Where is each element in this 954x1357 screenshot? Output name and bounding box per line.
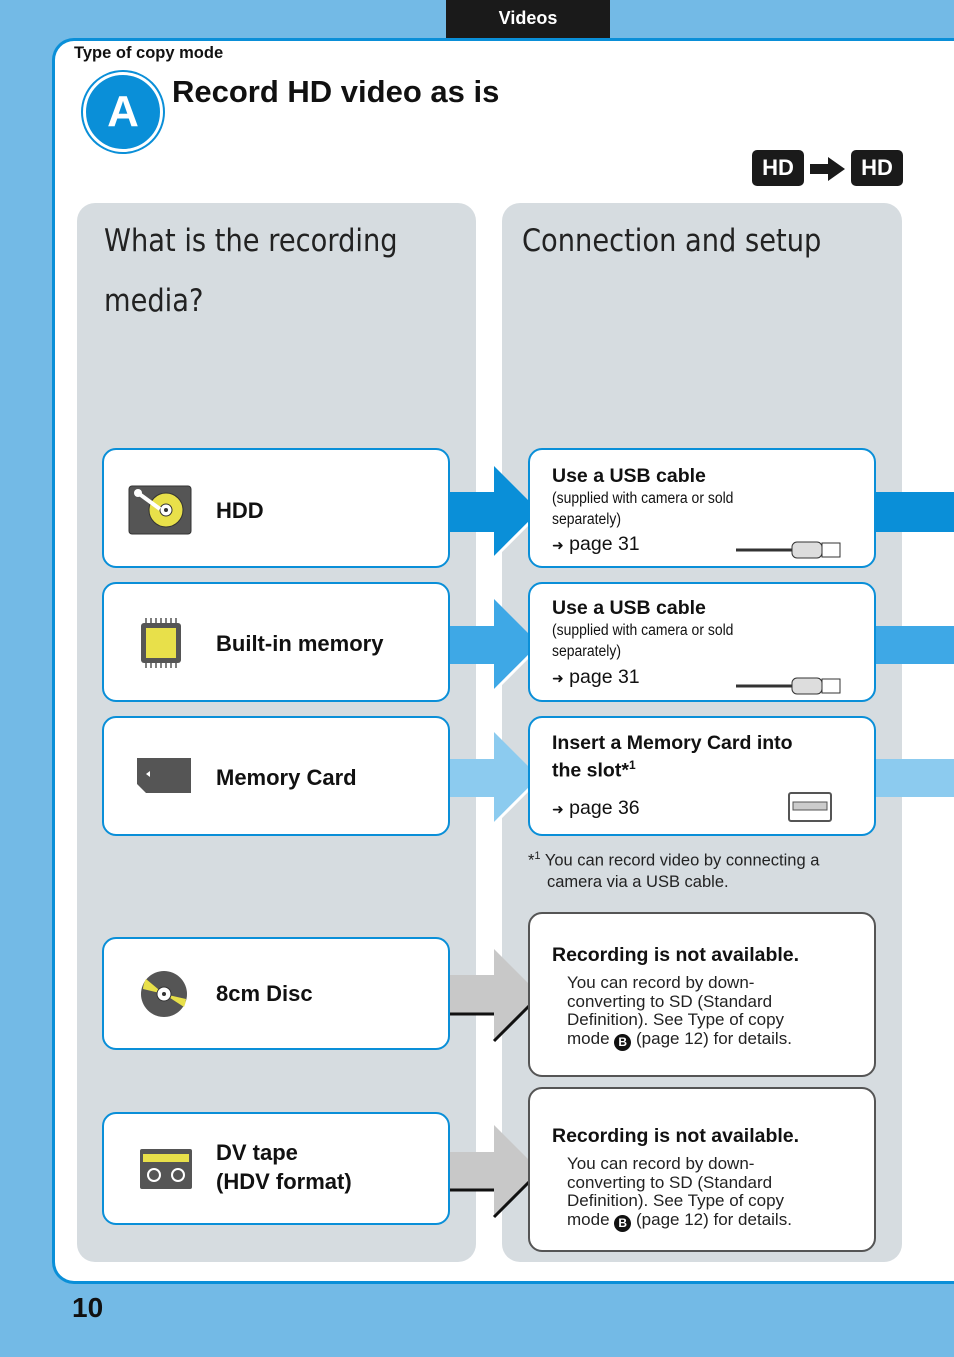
copy-mode-label: Type of copy mode: [74, 44, 224, 62]
hd-source-badge: HD: [752, 150, 804, 186]
chip-icon: [141, 618, 181, 668]
connector-memory-card: [450, 732, 954, 826]
usb-cable-icon: [736, 541, 841, 559]
arrow-icon: ➜: [552, 801, 564, 817]
setup-note: You can record by down- converting to SD…: [567, 973, 792, 1051]
memory-card-icon: [137, 758, 191, 793]
setup-memory-card-slot: Insert a Memory Card into the slot*1 ➜ p…: [528, 716, 876, 836]
media-built-in-memory: Built-in memory: [102, 582, 450, 702]
tape-icon: [140, 1149, 192, 1189]
mode-b-badge: B: [614, 1214, 632, 1232]
page-link[interactable]: ➜ page 31: [552, 533, 640, 555]
setup-title: Recording is not available.: [552, 1125, 800, 1147]
arrow-icon: ➜: [552, 670, 564, 686]
setup-title: Use a USB cable: [552, 465, 706, 487]
media-label-8cm-disc: 8cm Disc: [216, 981, 313, 1006]
media-8cm-disc: 8cm Disc: [102, 937, 450, 1050]
page-title: Record HD video as is: [172, 74, 500, 109]
media-dv-tape: DV tape (HDV format): [102, 1112, 450, 1225]
setup-usb-cable-hdd: Use a USB cable (supplied with camera or…: [528, 448, 876, 568]
setup-title: Use a USB cable: [552, 597, 706, 619]
setup-usb-cable-memory: Use a USB cable (supplied with camera or…: [528, 582, 876, 702]
column-title-media: What is the recording media?: [104, 223, 398, 319]
disc-icon: [141, 971, 187, 1017]
connector-dv-tape: [450, 1125, 542, 1219]
setup-subtitle: (supplied with camera or sold separately…: [552, 490, 734, 528]
media-label-memory-card: Memory Card: [216, 765, 357, 790]
media-hdd: HDD: [102, 448, 450, 568]
page-link[interactable]: ➜ page 31: [552, 666, 640, 688]
arrow-icon: ➜: [552, 537, 564, 553]
setup-note: You can record by down- converting to SD…: [567, 1154, 792, 1232]
page-link[interactable]: ➜ page 36: [552, 797, 640, 819]
footnote: *1 You can record video by connecting a …: [528, 850, 820, 891]
connector-hdd: [450, 466, 954, 560]
setup-title: Insert a Memory Card into the slot*1: [552, 732, 793, 782]
connector-8cm-disc: [450, 949, 542, 1043]
media-label-dv-tape: DV tape (HDV format): [216, 1140, 352, 1194]
card-slot-icon: [788, 792, 832, 822]
setup-subtitle: (supplied with camera or sold separately…: [552, 622, 734, 660]
setup-title: Recording is not available.: [552, 944, 800, 966]
videos-tab[interactable]: Videos: [446, 0, 610, 40]
right-arrow-icon: [810, 157, 845, 181]
column-title-setup: Connection and setup: [522, 223, 822, 259]
media-label-hdd: HDD: [216, 498, 264, 523]
setup-not-available-tape: Recording is not available. You can reco…: [528, 1087, 876, 1252]
media-label-built-in-memory: Built-in memory: [216, 631, 384, 656]
usb-cable-icon: [736, 677, 841, 695]
mode-b-badge: B: [614, 1033, 632, 1051]
setup-not-available-disc: Recording is not available. You can reco…: [528, 912, 876, 1077]
connector-built-in-memory: [450, 599, 954, 693]
hdd-icon: [128, 485, 192, 535]
media-memory-card: Memory Card: [102, 716, 450, 836]
mode-a-badge: A: [83, 72, 163, 152]
page-number: 10: [72, 1292, 104, 1323]
hd-target-badge: HD: [851, 150, 903, 186]
